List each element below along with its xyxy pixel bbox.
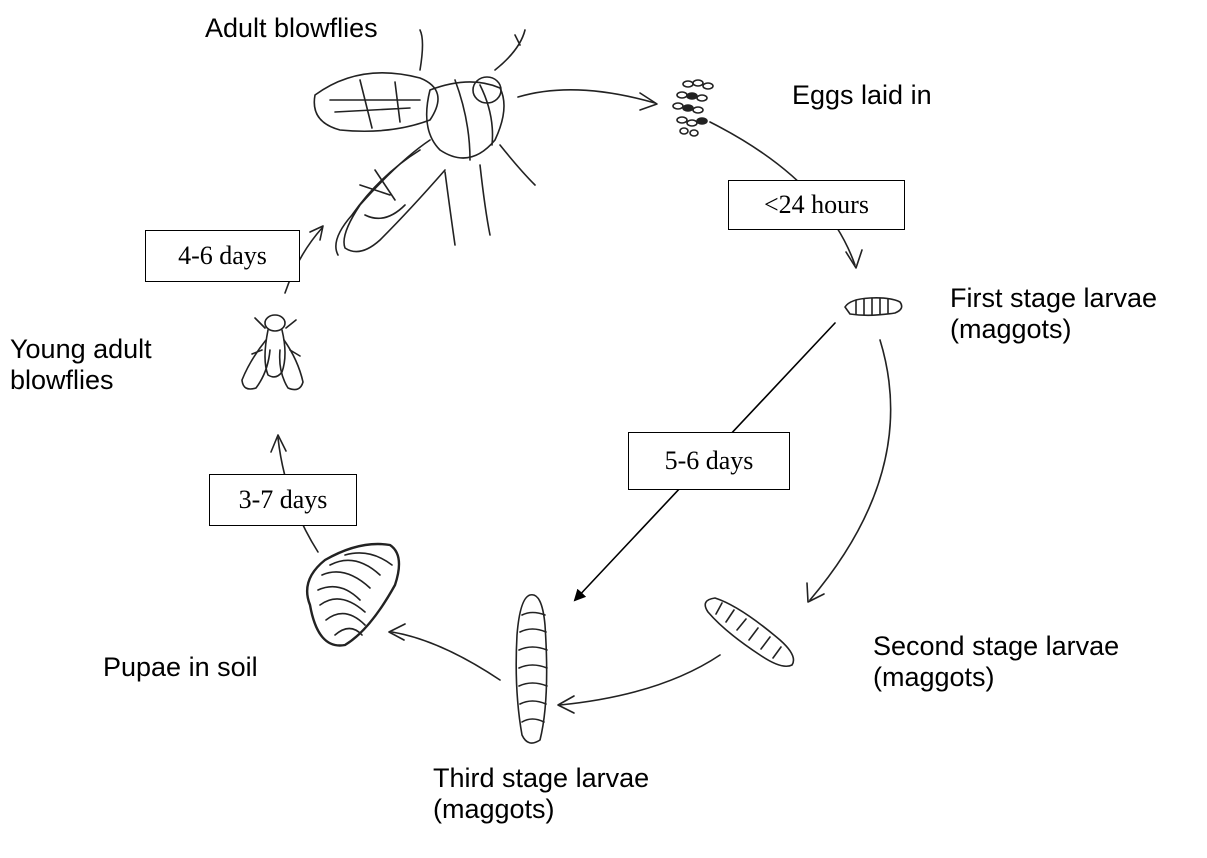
label-first-stage-larvae: First stage larvae (maggots) — [950, 283, 1157, 345]
third-stage-larva-icon — [516, 595, 547, 743]
duration-box-pupae-to-young: 3-7 days — [209, 474, 357, 526]
label-first-stage-line2: (maggots) — [950, 314, 1157, 345]
second-stage-larva-icon — [705, 598, 793, 666]
label-young-adult-line1: Young adult — [10, 334, 152, 365]
label-adult-blowflies: Adult blowflies — [205, 13, 378, 44]
young-adult-blowfly-icon — [242, 315, 303, 390]
duration-box-eggs-to-first: <24 hours — [728, 180, 905, 230]
label-second-stage-larvae: Second stage larvae (maggots) — [873, 631, 1119, 693]
label-pupae-in-soil: Pupae in soil — [103, 652, 258, 683]
eggs-icon — [673, 80, 713, 136]
duration-box-first-to-third: 5-6 days — [628, 432, 790, 490]
label-eggs-laid-in: Eggs laid in — [792, 80, 932, 111]
pupa-icon — [307, 544, 399, 646]
duration-box-young-to-adult: 4-6 days — [145, 230, 300, 282]
first-stage-larva-icon — [845, 298, 902, 315]
label-first-stage-line1: First stage larvae — [950, 283, 1157, 314]
label-third-stage-larvae: Third stage larvae (maggots) — [433, 763, 649, 825]
label-second-stage-line1: Second stage larvae — [873, 631, 1119, 662]
label-third-stage-line1: Third stage larvae — [433, 763, 649, 794]
label-third-stage-line2: (maggots) — [433, 794, 649, 825]
adult-blowfly-icon — [314, 30, 535, 255]
label-young-adult-line2: blowflies — [10, 365, 152, 396]
label-second-stage-line2: (maggots) — [873, 662, 1119, 693]
label-young-adult-blowflies: Young adult blowflies — [10, 334, 152, 396]
